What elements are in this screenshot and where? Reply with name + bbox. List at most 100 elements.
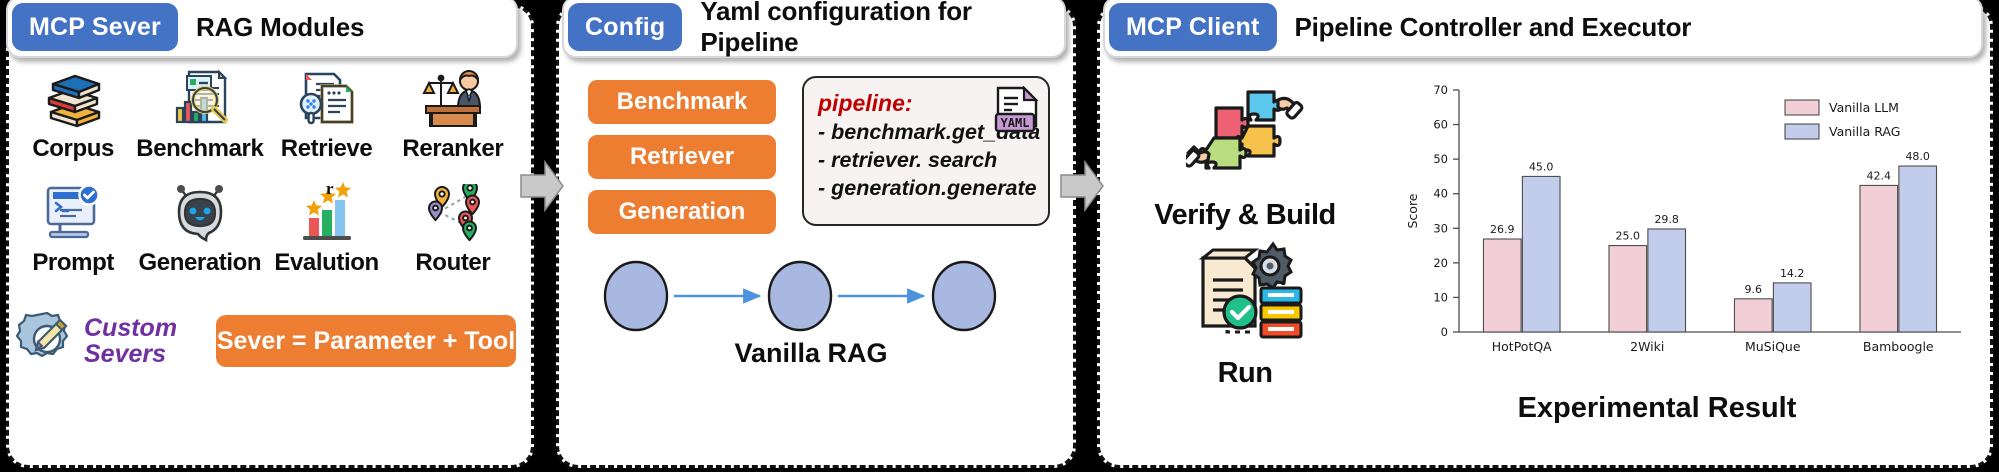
books-icon (37, 64, 109, 130)
step-label: Verify & Build (1154, 199, 1336, 231)
mcp-server-title: RAG Modules (195, 11, 365, 42)
bar-value-label: 14.2 (1780, 267, 1805, 280)
yaml-config-box: pipeline: - benchmark.get_data - retriev… (802, 76, 1050, 226)
y-tick-label: 30 (1433, 221, 1448, 235)
bar-value-label: 29.8 (1654, 213, 1679, 226)
module-benchmark[interactable]: Benchmark (136, 64, 264, 178)
vanilla-rag-flow-diagram (584, 250, 1044, 342)
bar (1733, 298, 1773, 333)
module-router[interactable]: Router (390, 178, 516, 292)
mcp-client-title: Pipeline Controller and Executor (1294, 11, 1692, 42)
module-prompt[interactable]: Prompt (10, 178, 136, 292)
custom-severs-line1: Custom (84, 313, 178, 342)
bar (1898, 165, 1938, 333)
x-tick-label: 2Wiki (1630, 339, 1664, 354)
step-verify-build[interactable]: Verify & Build (1117, 74, 1373, 232)
y-tick-label: 0 (1441, 325, 1448, 339)
config-chip-list: Benchmark Retriever Generation (588, 80, 776, 245)
module-generation[interactable]: Generation (136, 178, 263, 292)
legend-swatch (1784, 99, 1820, 116)
y-tick-label: 20 (1433, 256, 1448, 270)
y-tick-label: 40 (1433, 187, 1448, 201)
client-steps: Verify & Build (1117, 74, 1373, 390)
panel-mcp-client-header: MCP Client Pipeline Controller and Execu… (1103, 0, 1983, 58)
robot-icon (170, 178, 230, 244)
connector-arrow-2 (1059, 158, 1105, 214)
yaml-file-icon: YAML (994, 85, 1040, 145)
yaml-step-3: - generation.generate (818, 175, 1037, 200)
bar-value-label: 42.4 (1867, 169, 1892, 182)
rag-modules-grid: Corpus (10, 64, 516, 292)
flow-node-2 (767, 260, 833, 332)
document-magnifier-chart-icon (167, 64, 233, 130)
x-tick-label: Bamboogle (1863, 339, 1934, 354)
module-reranker[interactable]: Reranker (390, 64, 516, 178)
module-retrieve[interactable]: Retrieve (263, 64, 389, 178)
chip-generation[interactable]: Generation (588, 190, 776, 234)
bar-value-label: 9.6 (1745, 283, 1763, 296)
chip-benchmark[interactable]: Benchmark (588, 80, 776, 124)
module-label: Retrieve (280, 135, 373, 162)
custom-severs-line2: Severs (84, 340, 167, 368)
bar (1482, 238, 1522, 333)
y-tick-label: 70 (1433, 83, 1448, 97)
yaml-file-label: YAML (1001, 116, 1030, 130)
module-label: Router (415, 249, 491, 276)
documents-search-icon (296, 64, 358, 130)
bar (1859, 184, 1899, 333)
mcp-server-badge: MCP Sever (12, 3, 178, 51)
bar-value-label: 25.0 (1616, 230, 1641, 243)
document-gear-check-icon (1185, 238, 1305, 355)
custom-severs-item[interactable]: Custom Severs (15, 308, 212, 375)
module-label: Prompt (32, 249, 114, 276)
module-evalution[interactable]: r Evalution (263, 178, 389, 292)
config-badge: Config (568, 3, 683, 51)
module-label: Benchmark (136, 135, 264, 162)
bar (1647, 228, 1687, 333)
step-run[interactable]: Run (1117, 238, 1373, 390)
map-pins-network-icon (421, 178, 485, 244)
yaml-step-2: - retriever. search (818, 147, 998, 172)
y-tick-label: 50 (1433, 152, 1448, 166)
connector-arrow-1 (519, 158, 565, 214)
gear-pencil-icon (15, 308, 78, 375)
x-tick-label: HotPotQA (1492, 339, 1552, 354)
y-tick-label: 60 (1433, 118, 1448, 132)
module-label: Corpus (32, 135, 114, 162)
server-footer-row: Custom Severs Sever = Parameter + Tool (15, 296, 516, 386)
config-body: Benchmark Retriever Generation pipeline:… (556, 4, 1076, 468)
bar (1772, 282, 1812, 333)
bar-value-label: 26.9 (1490, 223, 1515, 236)
mcp-client-badge: MCP Client (1109, 3, 1277, 51)
vanilla-rag-caption: Vanilla RAG (734, 338, 888, 368)
flow-node-3 (931, 260, 997, 332)
chip-retriever[interactable]: Retriever (588, 135, 776, 179)
legend-label: Vanilla LLM (1829, 100, 1899, 115)
svg-text:r: r (326, 180, 334, 198)
bar (1608, 245, 1648, 333)
y-axis-title: Score (1405, 193, 1420, 228)
bar-chart-stars-icon: r (295, 178, 359, 244)
x-tick-label: MuSiQue (1745, 339, 1801, 354)
terminal-screen-check-icon (42, 178, 104, 244)
yaml-pipeline-key: pipeline: (818, 90, 913, 116)
module-label: Generation (138, 249, 262, 276)
bar (1521, 175, 1561, 333)
sever-equation-banner: Sever = Parameter + Tool (216, 315, 516, 367)
judge-scales-icon (420, 64, 486, 130)
config-title: Yaml configuration for Pipeline (700, 0, 972, 57)
bar-value-label: 45.0 (1529, 160, 1554, 173)
panel-mcp-server-header: MCP Sever RAG Modules (6, 0, 518, 58)
module-label: Evalution (274, 249, 379, 276)
y-tick-label: 10 (1433, 290, 1448, 304)
bar-value-label: 48.0 (1905, 150, 1930, 163)
module-label: Reranker (402, 135, 504, 162)
step-label: Run (1217, 357, 1273, 389)
legend-swatch (1784, 123, 1820, 140)
panel-config-header: Config Yaml configuration for Pipeline (562, 0, 1066, 58)
module-corpus[interactable]: Corpus (10, 64, 136, 178)
legend-label: Vanilla RAG (1829, 124, 1900, 139)
chart-caption: Experimental Result (1517, 392, 1797, 424)
